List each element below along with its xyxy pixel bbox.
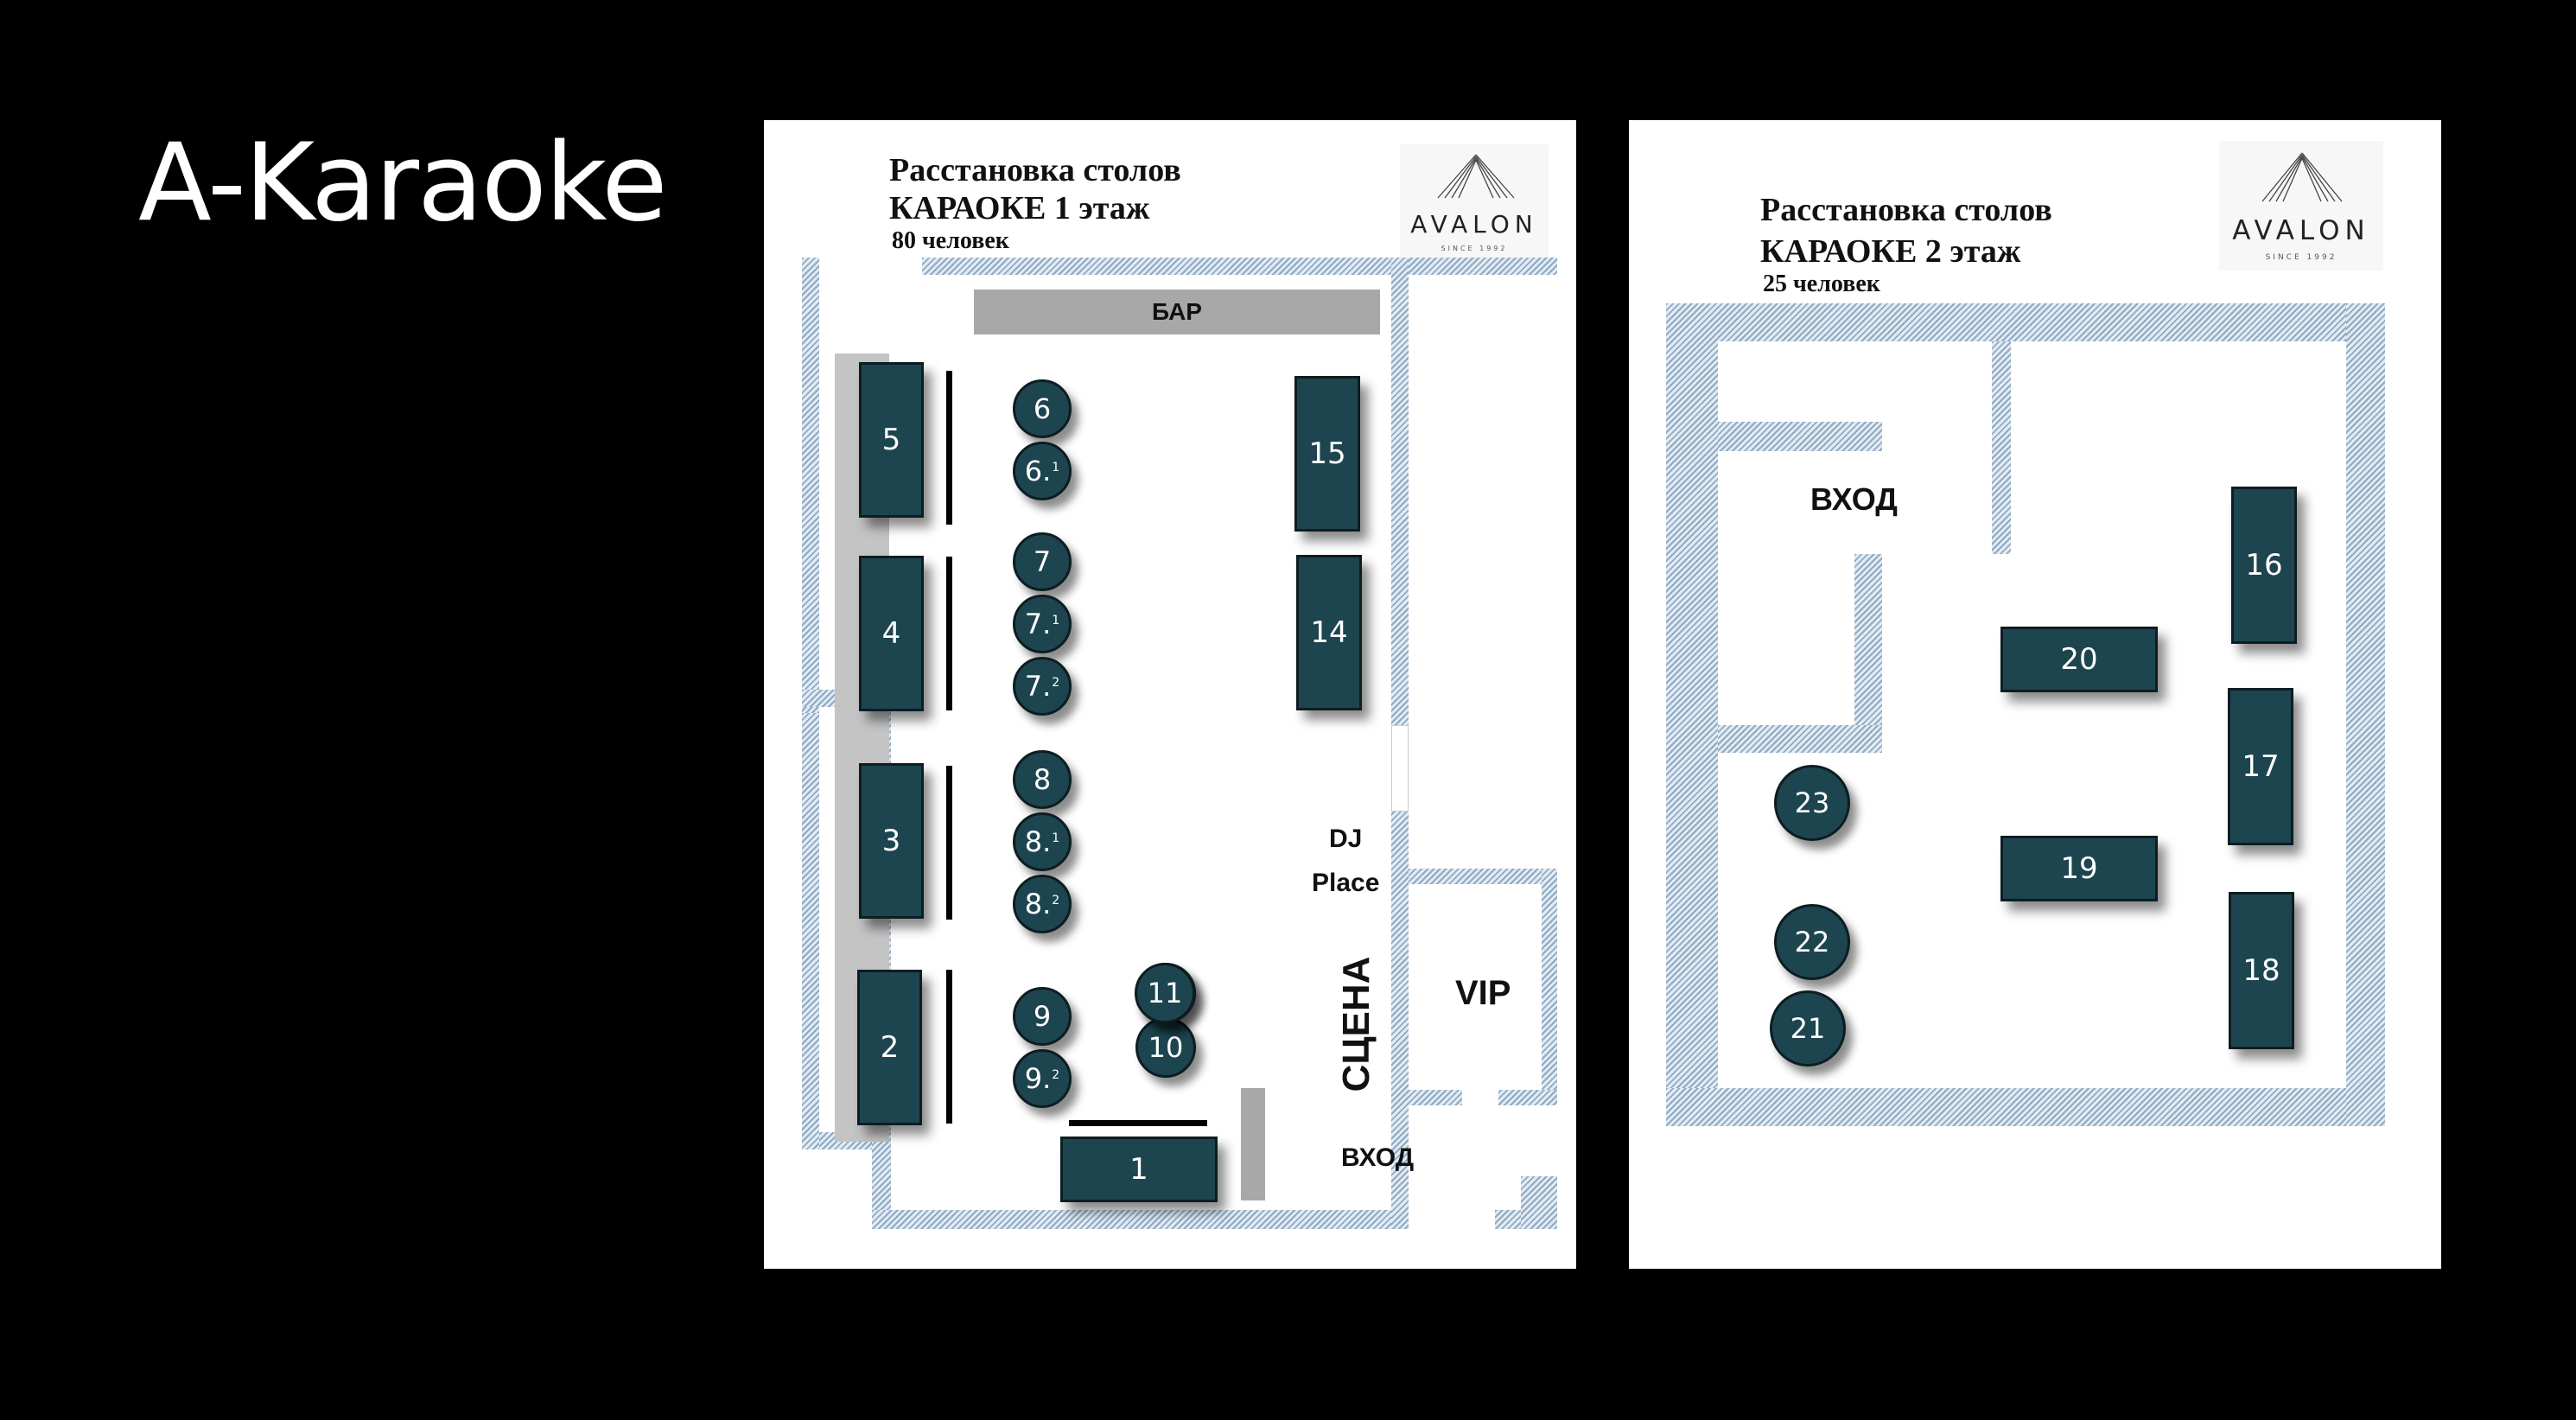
- vip-label: VIP: [1455, 974, 1511, 1012]
- wall-mask: [1666, 1126, 1718, 1248]
- wall: [1854, 554, 1882, 753]
- table-8-2[interactable]: 8.2: [1013, 875, 1072, 933]
- table-23[interactable]: 23: [1774, 765, 1850, 841]
- bar-counter: БАР: [974, 290, 1380, 334]
- table-8-1[interactable]: 8.1: [1013, 812, 1072, 871]
- dj-label-2: Place: [1312, 869, 1380, 897]
- table-22[interactable]: 22: [1774, 904, 1850, 980]
- floor2-heading-line2: КАРАОКЕ 2 этаж: [1760, 233, 2021, 270]
- table-6[interactable]: 6: [1013, 379, 1072, 438]
- avalon-logo-icon: [2261, 152, 2343, 202]
- table-20[interactable]: 20: [2000, 627, 2158, 692]
- door-gap: [1462, 1090, 1498, 1105]
- table-10[interactable]: 10: [1135, 1017, 1196, 1078]
- dj-label-1: DJ: [1329, 825, 1363, 853]
- wall: [1718, 725, 1882, 753]
- table-5[interactable]: 5: [859, 362, 924, 518]
- wall: [872, 1132, 891, 1210]
- wall: [922, 258, 1557, 275]
- table-8[interactable]: 8: [1013, 750, 1072, 809]
- floor1-heading-line1: Расстановка столов: [889, 152, 1181, 188]
- door-gap: [1391, 725, 1409, 812]
- door-gap: [1409, 1210, 1495, 1229]
- bench: [946, 970, 952, 1124]
- table-11[interactable]: 11: [1135, 963, 1195, 1023]
- pillar: [1241, 1088, 1265, 1200]
- floor2-plan: Расстановка столов КАРАОКЕ 2 этаж 25 чел…: [1629, 120, 2441, 1269]
- table-17[interactable]: 17: [2228, 688, 2293, 845]
- entrance-label: ВХОД: [1810, 481, 1898, 517]
- wall: [2346, 303, 2385, 1126]
- table-9[interactable]: 9: [1013, 987, 1072, 1046]
- table-9-2[interactable]: 9.2: [1013, 1049, 1072, 1108]
- table-14[interactable]: 14: [1296, 555, 1362, 710]
- floor1-capacity: 80 человек: [892, 227, 1009, 254]
- wall: [1718, 422, 1882, 451]
- bench: [946, 557, 952, 710]
- floor2-capacity: 25 человек: [1763, 271, 1880, 297]
- floor1-heading-line2: КАРАОКЕ 1 этаж: [889, 190, 1150, 226]
- table-6-1[interactable]: 6.1: [1013, 442, 1072, 500]
- vip-wall-right: [1542, 869, 1557, 1105]
- stage-label: СЦЕНА: [1335, 956, 1377, 1092]
- table-19[interactable]: 19: [2000, 836, 2158, 901]
- page-title: A-Karaoke: [138, 121, 667, 245]
- table-7-2[interactable]: 7.2: [1013, 657, 1072, 716]
- table-7-1[interactable]: 7.1: [1013, 595, 1072, 653]
- bench: [1069, 1120, 1207, 1126]
- wall: [1992, 341, 2011, 554]
- wall: [802, 258, 819, 713]
- logo-text: AVALON: [2232, 215, 2370, 246]
- wall: [1666, 303, 2385, 341]
- floor1-logo: AVALON SINCE 1992: [1400, 144, 1549, 258]
- table-4[interactable]: 4: [859, 556, 924, 711]
- logo-text: AVALON: [1410, 210, 1538, 239]
- floor2-logo: AVALON SINCE 1992: [2219, 141, 2383, 271]
- avalon-logo-icon: [1437, 154, 1515, 199]
- wall: [1666, 1088, 2385, 1126]
- table-3[interactable]: 3: [859, 763, 924, 919]
- table-21[interactable]: 21: [1770, 990, 1846, 1067]
- entrance-label: ВХОД: [1341, 1143, 1415, 1172]
- vip-wall-top: [1409, 869, 1557, 884]
- wall: [802, 713, 819, 1149]
- wall: [872, 1210, 1556, 1229]
- table-18[interactable]: 18: [2229, 892, 2294, 1049]
- bench: [946, 766, 952, 920]
- logo-since: SINCE 1992: [2265, 253, 2337, 262]
- table-16[interactable]: 16: [2231, 487, 2297, 644]
- table-7[interactable]: 7: [1013, 532, 1072, 591]
- floor2-heading-line1: Расстановка столов: [1760, 192, 2052, 228]
- table-15[interactable]: 15: [1294, 376, 1360, 532]
- table-2[interactable]: 2: [857, 970, 922, 1125]
- wall: [1521, 1176, 1557, 1229]
- floor1-plan: Расстановка столов КАРАОКЕ 1 этаж 80 чел…: [764, 120, 1576, 1269]
- table-1[interactable]: 1: [1060, 1137, 1218, 1202]
- logo-since: SINCE 1992: [1441, 245, 1508, 252]
- bench: [946, 371, 952, 525]
